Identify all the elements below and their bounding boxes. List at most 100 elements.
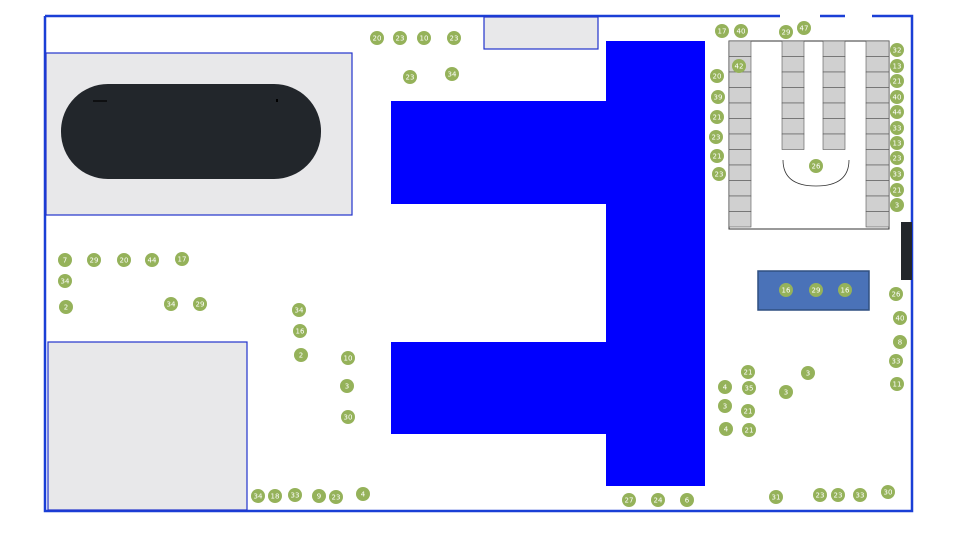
spot-marker[interactable]: 3: [801, 366, 815, 380]
spot-marker[interactable]: 33: [890, 167, 904, 181]
spot-marker[interactable]: 11: [890, 377, 904, 391]
spot-label: 13: [893, 140, 902, 148]
spot-marker[interactable]: 35: [742, 381, 756, 395]
spot-label: 20: [120, 257, 129, 265]
spot-marker[interactable]: 29: [809, 283, 823, 297]
spot-marker[interactable]: 23: [712, 167, 726, 181]
spot-label: 21: [893, 78, 902, 86]
spot-label: 34: [448, 71, 457, 79]
spot-marker[interactable]: 16: [838, 283, 852, 297]
spot-marker[interactable]: 7: [58, 253, 72, 267]
spot-circle: [890, 43, 904, 57]
locker: [781, 40, 805, 57]
spot-marker[interactable]: 32: [890, 43, 904, 57]
spot-circle: [312, 489, 326, 503]
spot-circle: [292, 303, 306, 317]
spot-marker[interactable]: 26: [889, 287, 903, 301]
spot-marker[interactable]: 4: [719, 422, 733, 436]
spot-marker[interactable]: 21: [890, 183, 904, 197]
spot-marker[interactable]: 13: [890, 59, 904, 73]
spot-marker[interactable]: 40: [734, 24, 748, 38]
spot-marker[interactable]: 34: [445, 67, 459, 81]
spot-marker[interactable]: 8: [893, 335, 907, 349]
spot-marker[interactable]: 18: [268, 489, 282, 503]
spot-circle: [893, 335, 907, 349]
spot-marker[interactable]: 3: [718, 399, 732, 413]
spot-marker[interactable]: 4: [356, 487, 370, 501]
spot-marker[interactable]: 2: [59, 300, 73, 314]
spot-marker[interactable]: 44: [145, 253, 159, 267]
spot-label: 29: [196, 301, 205, 309]
spot-marker[interactable]: 16: [293, 324, 307, 338]
spot-marker[interactable]: 10: [417, 31, 431, 45]
locker: [728, 180, 752, 197]
spot-marker[interactable]: 23: [813, 488, 827, 502]
spot-marker[interactable]: 44: [890, 105, 904, 119]
dark-side-bar: [901, 222, 912, 280]
spot-marker[interactable]: 33: [288, 488, 302, 502]
spot-marker[interactable]: 21: [742, 423, 756, 437]
spot-marker[interactable]: 27: [622, 493, 636, 507]
spot-marker[interactable]: 3: [779, 385, 793, 399]
spot-label: 34: [61, 278, 70, 286]
spot-marker[interactable]: 26: [809, 159, 823, 173]
spot-marker[interactable]: 17: [715, 24, 729, 38]
spot-marker[interactable]: 29: [779, 25, 793, 39]
spot-circle: [779, 25, 793, 39]
spot-marker[interactable]: 33: [889, 354, 903, 368]
spot-marker[interactable]: 33: [890, 121, 904, 135]
spot-marker[interactable]: 23: [890, 151, 904, 165]
locker: [822, 102, 846, 119]
spot-marker[interactable]: 20: [710, 69, 724, 83]
spot-marker[interactable]: 34: [292, 303, 306, 317]
spot-marker[interactable]: 33: [853, 488, 867, 502]
spot-marker[interactable]: 3: [890, 198, 904, 212]
spot-marker[interactable]: 20: [370, 31, 384, 45]
spot-marker[interactable]: 30: [881, 485, 895, 499]
spot-marker[interactable]: 40: [893, 311, 907, 325]
spot-marker[interactable]: 21: [890, 74, 904, 88]
spot-marker[interactable]: 23: [329, 490, 343, 504]
spot-marker[interactable]: 20: [117, 253, 131, 267]
locker: [728, 87, 752, 104]
spot-marker[interactable]: 29: [87, 253, 101, 267]
spot-marker[interactable]: 6: [680, 493, 694, 507]
spot-marker[interactable]: 13: [890, 136, 904, 150]
spot-marker[interactable]: 34: [164, 297, 178, 311]
spot-marker[interactable]: 17: [175, 252, 189, 266]
spot-circle: [890, 136, 904, 150]
spot-marker[interactable]: 34: [58, 274, 72, 288]
spot-marker[interactable]: 24: [651, 493, 665, 507]
spot-circle: [779, 385, 793, 399]
locker: [728, 195, 752, 212]
spot-marker[interactable]: 39: [711, 90, 725, 104]
locker: [865, 164, 890, 181]
spot-marker[interactable]: 4: [718, 380, 732, 394]
spot-marker[interactable]: 21: [741, 365, 755, 379]
spot-marker[interactable]: 21: [741, 404, 755, 418]
locker: [728, 211, 752, 228]
spot-marker[interactable]: 9: [312, 489, 326, 503]
spot-marker[interactable]: 2: [294, 348, 308, 362]
spot-marker[interactable]: 31: [769, 490, 783, 504]
spot-marker[interactable]: 23: [831, 488, 845, 502]
locker: [865, 71, 890, 88]
spot-marker[interactable]: 47: [797, 21, 811, 35]
spot-marker[interactable]: 21: [710, 110, 724, 124]
spot-marker[interactable]: 16: [779, 283, 793, 297]
spot-marker[interactable]: 29: [193, 297, 207, 311]
spot-marker[interactable]: 21: [710, 149, 724, 163]
spot-marker[interactable]: 30: [341, 410, 355, 424]
locker: [865, 56, 890, 73]
spot-marker[interactable]: 42: [732, 59, 746, 73]
spot-marker[interactable]: 3: [340, 379, 354, 393]
spot-label: 16: [782, 287, 791, 295]
spot-label: 33: [856, 492, 865, 500]
spot-marker[interactable]: 23: [403, 70, 417, 84]
spot-marker[interactable]: 23: [447, 31, 461, 45]
spot-marker[interactable]: 23: [393, 31, 407, 45]
spot-marker[interactable]: 10: [341, 351, 355, 365]
spot-marker[interactable]: 34: [251, 489, 265, 503]
spot-marker[interactable]: 40: [890, 90, 904, 104]
spot-marker[interactable]: 23: [709, 130, 723, 144]
